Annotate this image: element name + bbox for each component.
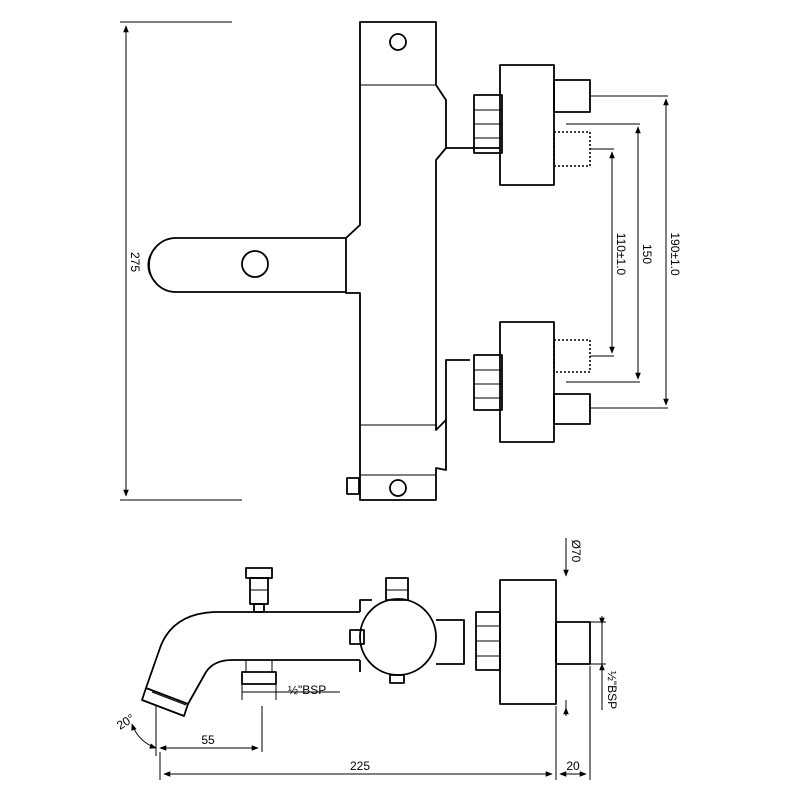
lower-nut (473, 354, 503, 411)
spout-plan (148, 237, 346, 293)
upper-escutcheon (499, 64, 555, 186)
length-dimension: 225 20 (159, 666, 591, 780)
upper-inlet (473, 64, 591, 186)
bottom-plug (389, 674, 405, 684)
side-screw (349, 629, 365, 645)
diameter-dimension: Ø70 (563, 538, 583, 716)
spout-aerator (241, 250, 269, 278)
offset-dimension: 55 (159, 706, 263, 752)
spout-thread-dimension: ½"BSP (241, 683, 340, 700)
top-lever (385, 577, 409, 601)
front-view: 275 110±1.0 150 190±1.0 (120, 21, 682, 501)
diverter-cap (245, 567, 273, 579)
centres-150-label: 150 (640, 244, 654, 264)
valve-body (345, 21, 447, 501)
height-dimension: 275 (120, 21, 242, 501)
projection-label: 20 (566, 759, 580, 773)
lower-escutcheon (499, 321, 555, 443)
diverter-stub (346, 477, 360, 495)
length-label: 225 (350, 759, 370, 773)
height-label: 275 (128, 252, 142, 272)
lower-inlet-pipe (553, 393, 591, 425)
inlet-thread-dimension: ½"BSP (590, 616, 619, 710)
spout-tip-edge (147, 247, 157, 283)
spout-side (145, 611, 360, 705)
diverter-stem (253, 603, 265, 613)
inlet-shank (436, 619, 465, 665)
centres-dimensions: 110±1.0 150 190±1.0 (566, 95, 682, 409)
top-fixing-hole (389, 33, 407, 51)
spout-thread-label: ½"BSP (288, 683, 326, 697)
upper-inlet-alt-position (553, 131, 591, 167)
lower-inlet (473, 321, 591, 443)
lower-inlet-alt-position (553, 339, 591, 373)
centres-110-label: 110±1.0 (614, 233, 628, 276)
diameter-label: Ø70 (569, 540, 583, 563)
centres-190-label: 190±1.0 (668, 232, 682, 276)
diverter-body (249, 577, 269, 605)
side-view: Ø70 ½"BSP ½"BSP 20° 55 (114, 538, 619, 780)
inlet-thread-label: ½"BSP (605, 671, 619, 709)
side-inlet-pipe (555, 621, 591, 665)
inlet-bridge (445, 147, 500, 420)
spout-outlet-connector (241, 671, 277, 685)
upper-inlet-pipe (553, 79, 591, 113)
body-step (359, 599, 372, 672)
side-escutcheon (499, 579, 557, 705)
offset-label: 55 (201, 733, 215, 747)
bottom-fixing-hole (389, 479, 407, 497)
thermostatic-cartridge (359, 598, 437, 676)
angle-dimension: 20° (114, 706, 157, 756)
spout-nozzle (141, 687, 189, 717)
